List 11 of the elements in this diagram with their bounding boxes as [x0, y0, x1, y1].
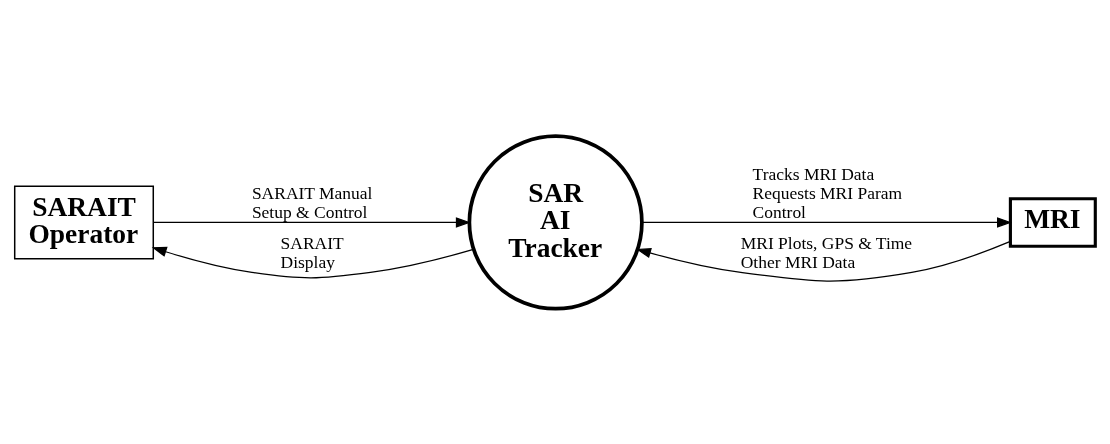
arrow: [152, 216, 471, 228]
node-box: MRI: [1008, 196, 1097, 248]
edge-label: MRI Plots, GPS & Time Other MRI Data: [740, 232, 913, 272]
node-box: SARAIT Operator: [13, 185, 155, 259]
arrow: [151, 246, 475, 279]
arrow: [641, 216, 1012, 228]
node-circle: SAR AI Tracker: [467, 133, 644, 311]
edge-label: SARAIT Display: [280, 232, 344, 272]
edge-label: Tracks MRI Data Requests MRI Param Control: [752, 163, 903, 222]
edge-label: SARAIT Manual Setup & Control: [251, 182, 373, 222]
arrow: [636, 240, 1012, 282]
